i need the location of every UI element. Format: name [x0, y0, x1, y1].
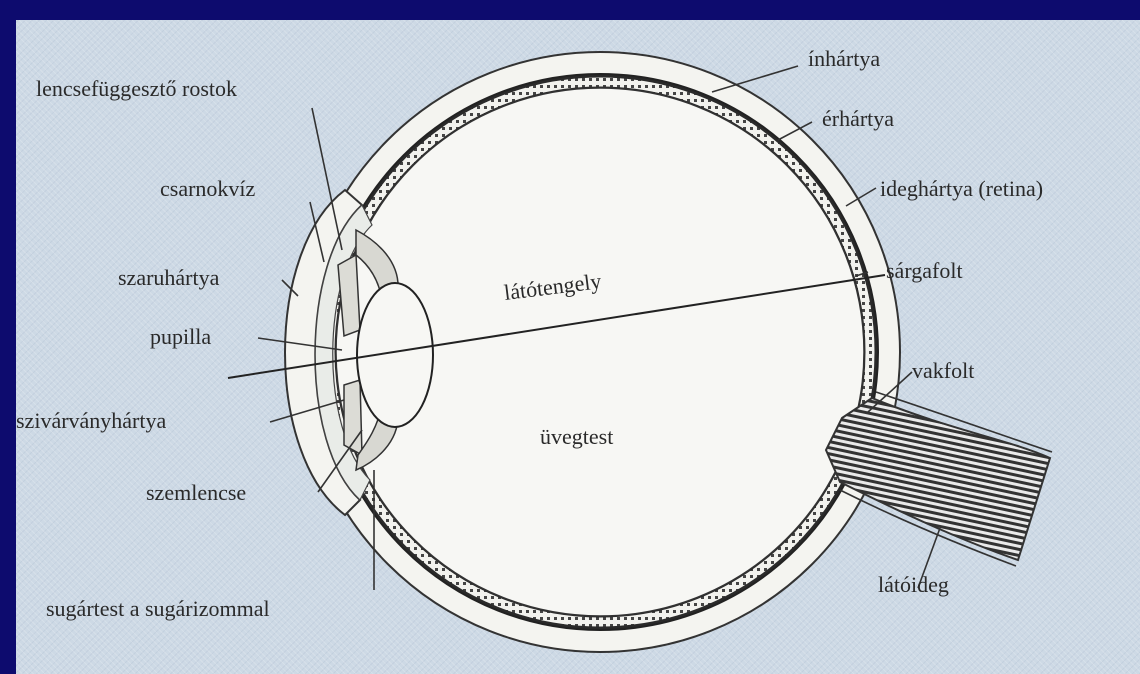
label-choroid: érhártya [822, 106, 894, 131]
label-blind-spot: vakfolt [912, 358, 974, 383]
label-ciliary: sugártest a sugárizommal [46, 596, 270, 621]
label-cornea: szaruhártya [118, 265, 220, 290]
label-ligaments: lencsefüggesztő rostok [36, 76, 237, 101]
label-vitreous: üvegtest [540, 424, 613, 449]
label-macula: sárgafolt [886, 258, 963, 283]
label-iris: szivárványhártya [16, 408, 166, 433]
label-aqueous: csarnokvíz [160, 176, 256, 201]
label-retina: ideghártya (retina) [880, 176, 1043, 201]
label-sclera: ínhártya [808, 46, 880, 71]
label-lens: szemlencse [146, 480, 246, 505]
label-pupil: pupilla [150, 324, 211, 349]
label-optic-nerve: látóideg [878, 572, 949, 597]
